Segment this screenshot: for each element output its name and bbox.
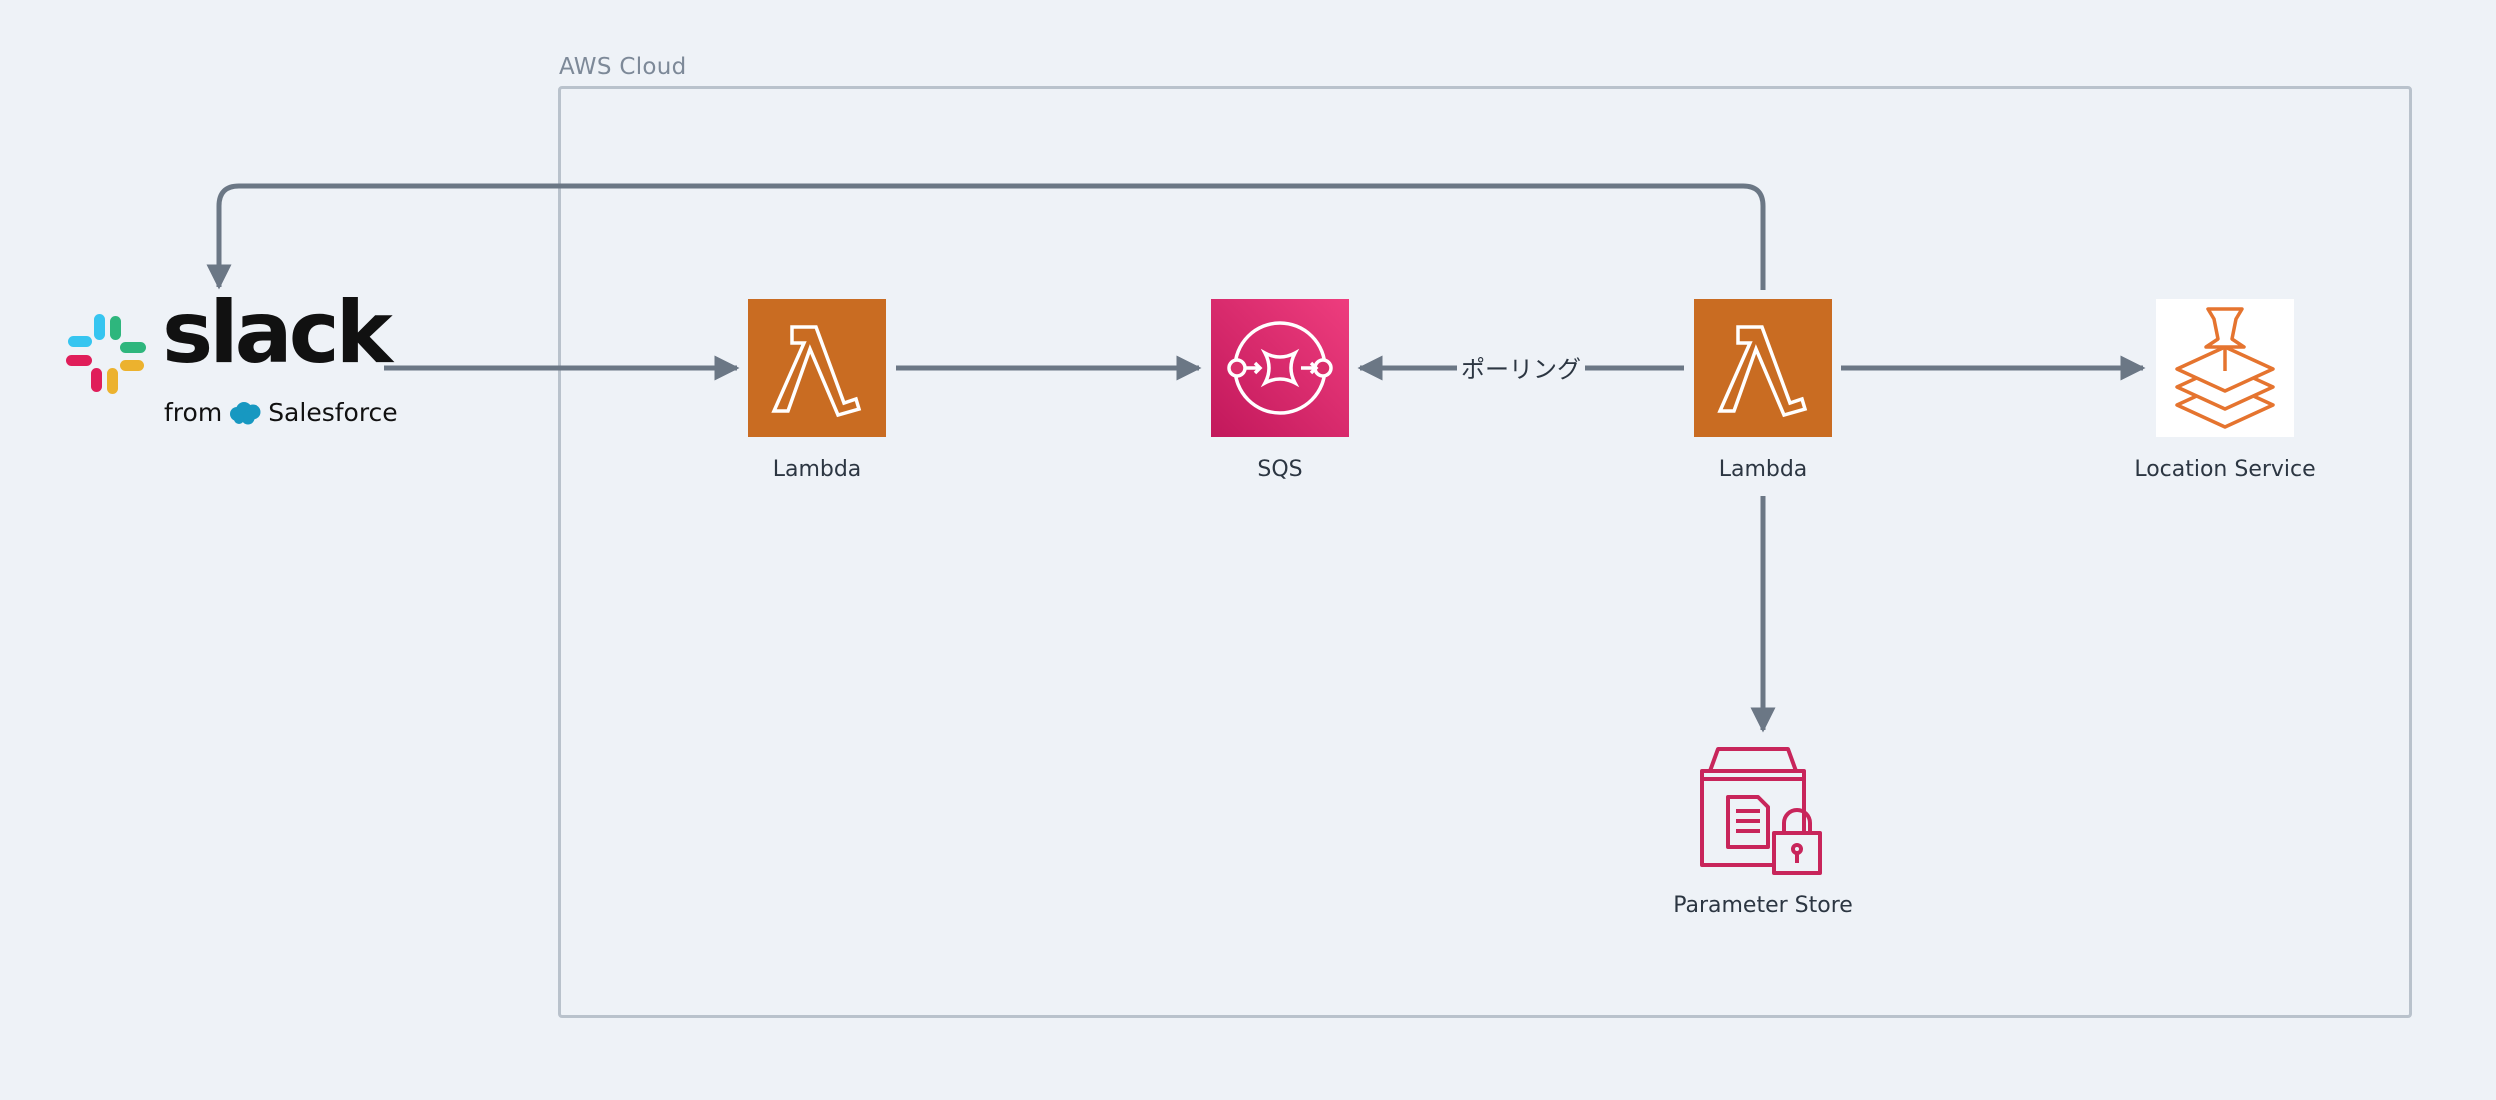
parameter-store-label: Parameter Store [1673, 893, 1853, 918]
edge-lambda2-to-slack [206, 183, 1766, 290]
slack-from-salesforce: from Salesforce [164, 398, 398, 427]
lambda2-label: Lambda [1718, 457, 1808, 482]
slack-hash-icon [66, 314, 146, 394]
edge-label-polling: ポーリング [1457, 349, 1585, 385]
aws-cloud-label: AWS Cloud [559, 54, 687, 80]
sqs-label: SQS [1257, 457, 1303, 482]
slack-salesforce-text: Salesforce [268, 398, 398, 427]
lambda-icon [748, 299, 886, 437]
lambda1-label: Lambda [772, 457, 862, 482]
lambda-icon [1694, 299, 1832, 437]
parameter-store-icon [1700, 747, 1822, 875]
location-service-label: Location Service [2134, 457, 2316, 482]
sqs-icon [1211, 299, 1349, 437]
slack-from-text: from [164, 398, 223, 427]
aws-cloud-group [558, 86, 2412, 1018]
salesforce-cloud-icon [230, 401, 261, 424]
slack-wordmark: slack [162, 283, 393, 383]
location-service-icon [2156, 299, 2294, 437]
